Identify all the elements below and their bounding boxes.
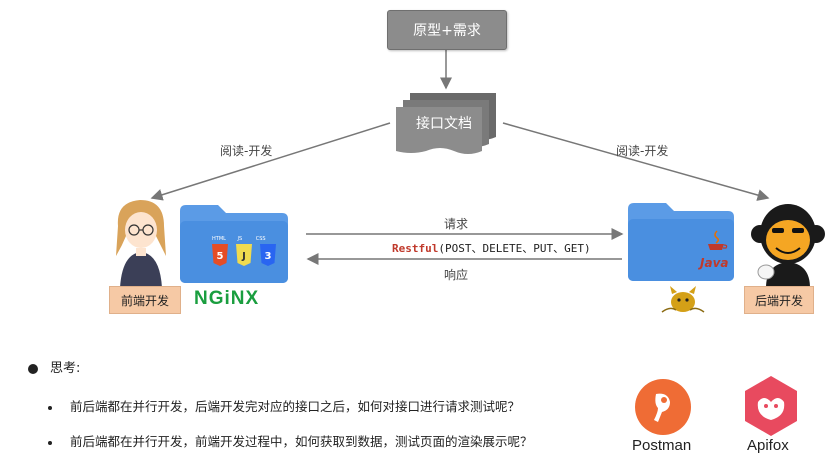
java-cup-icon [708,230,728,250]
question-item-2: 前后端都在并行开发，前端开发过程中，如何获取到数据，测试页面的渲染展示呢？ [48,431,533,450]
restful-keyword: Restful [392,242,439,255]
response-label: 响应 [444,268,469,282]
requirement-label: 原型+需求 [413,23,481,39]
edge-label-right: 阅读-开发 [616,144,669,158]
question-item-1: 前后端都在并行开发，后端开发完对应的接口之后，如何对接口进行请求测试呢？ [48,396,520,415]
backend-developer-avatar [751,204,825,288]
frontend-role-tag: 前端开发 [109,286,181,314]
requirement-box: 原型+需求 [387,10,507,50]
svg-text:3: 3 [265,251,272,262]
svg-text:5: 5 [217,251,224,262]
backend-folder-icon [628,203,734,281]
css3-icon: 3 [260,244,276,266]
web-tech-caption: HTML JS CSS [212,236,282,242]
thinking-title: 思考: [50,361,81,376]
css-caption: CSS [255,236,266,242]
frontend-developer-avatar [116,200,166,288]
request-label: 请求 [444,217,469,231]
postman-label: Postman [632,437,692,454]
arrow-doc-to-backend [502,122,770,201]
thinking-heading: 思考: [28,357,80,376]
arrow-doc-to-frontend [150,122,391,201]
java-logo-text: Java [700,256,729,270]
question-text-1: 前后端都在并行开发，后端开发完对应的接口之后，如何对接口进行请求测试呢？ [70,399,521,414]
bullet-small-icon [48,440,52,445]
restful-method-list: (POST、DELETE、PUT、GET) [438,242,591,255]
svg-text:J: J [241,251,246,262]
postman-icon [635,379,691,435]
tomcat-icon [661,286,705,313]
apifox-icon [745,376,797,436]
bullet-dot-icon [28,363,38,374]
frontend-folder-icon [180,205,288,283]
edge-label-left: 阅读-开发 [220,144,273,158]
javascript-icon: J [236,244,252,266]
html-caption: HTML [212,236,226,242]
backend-role-tag: 后端开发 [744,286,814,314]
backend-role-label: 后端开发 [754,293,803,308]
api-doc-stack-icon [396,93,496,154]
apifox-label: Apifox [747,437,789,454]
api-doc-label: 接口文档 [416,116,472,132]
restful-methods: Restful(POST、DELETE、PUT、GET) [392,240,591,256]
js-caption: JS [237,236,243,242]
frontend-role-label: 前端开发 [120,293,169,308]
bullet-small-icon [48,405,52,410]
nginx-logo: NGiNX [194,288,260,309]
question-text-2: 前后端都在并行开发，前端开发过程中，如何获取到数据，测试页面的渲染展示呢？ [70,434,533,449]
html5-icon: 5 [212,244,228,266]
